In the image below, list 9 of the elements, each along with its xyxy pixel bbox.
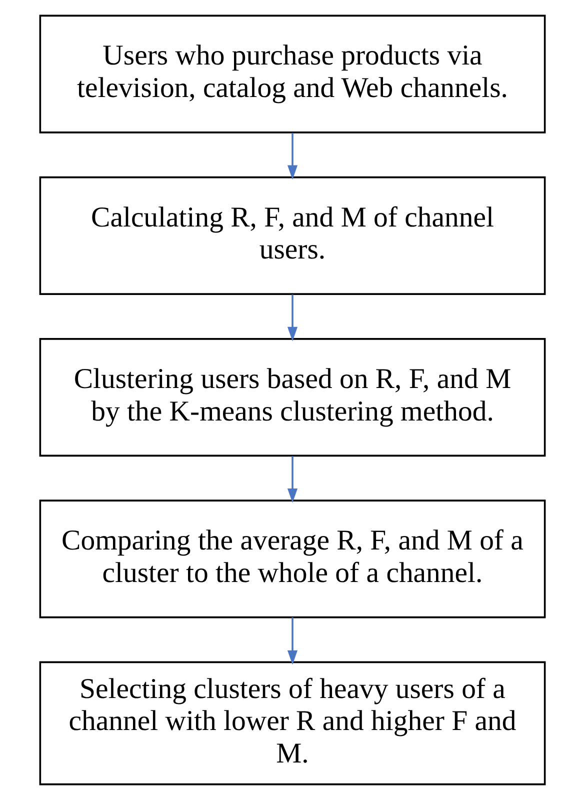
node-box: Clustering users based on R, F, and M by the K-means clustering method. bbox=[38, 338, 546, 457]
node-box: Users who purchase products via television, catalog and Web channels. bbox=[38, 14, 546, 134]
node-box: Selecting clusters of heavy users of a channel with lower R and higher F and M. bbox=[38, 661, 546, 786]
node-box: Calculating R, F, and M of channel users. bbox=[38, 176, 546, 295]
arrow bbox=[286, 456, 298, 503]
arrow bbox=[286, 617, 298, 665]
arrow bbox=[286, 132, 298, 180]
node-box: Comparing the average R, F, and M of a cluster to the whole of a channel. bbox=[38, 500, 546, 618]
arrow bbox=[286, 294, 298, 342]
